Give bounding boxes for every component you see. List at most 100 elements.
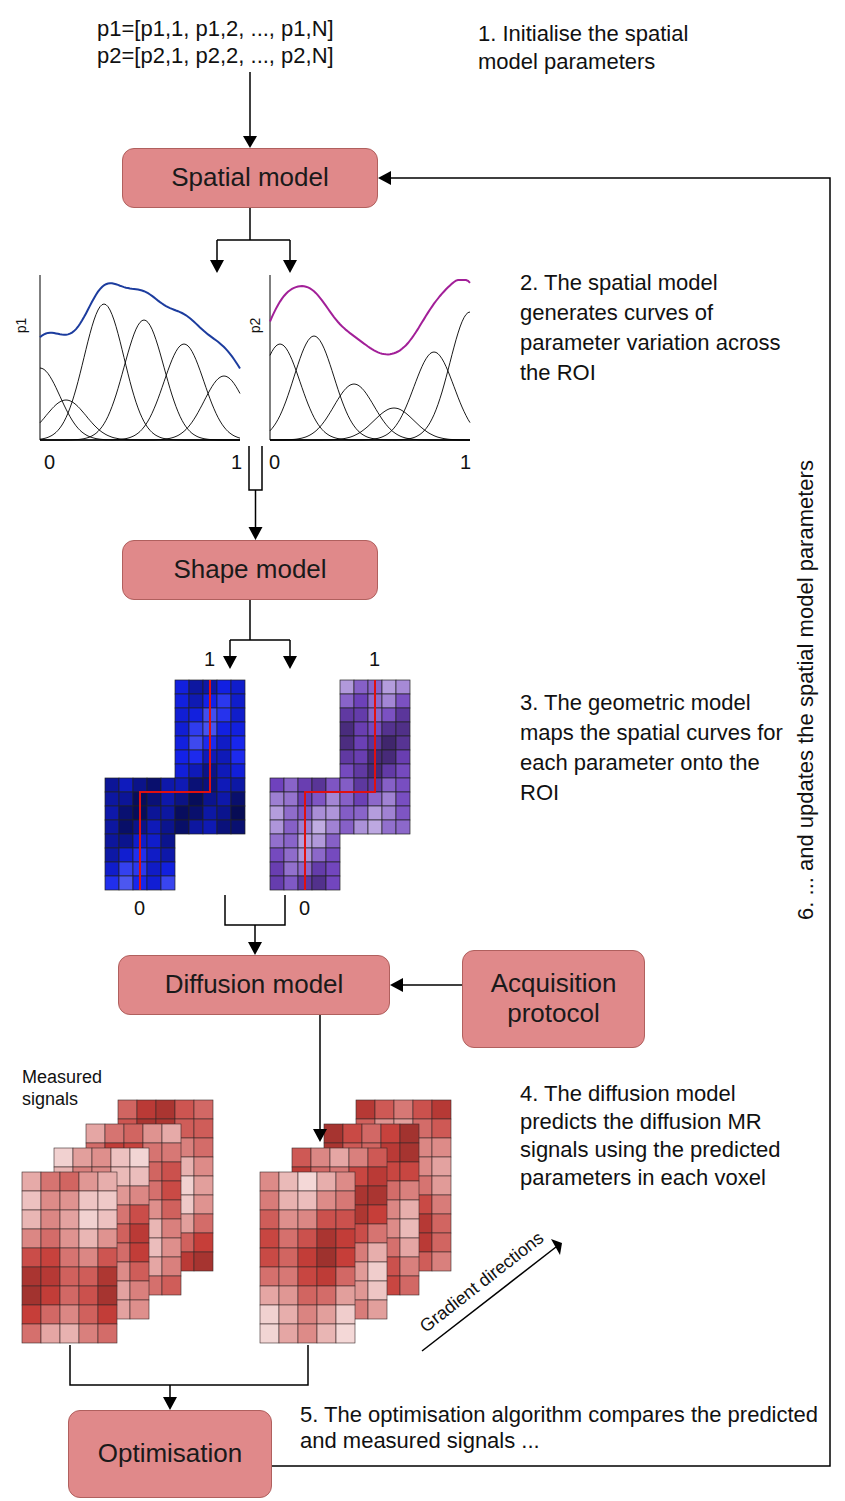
- signal-voxel: [432, 1138, 451, 1157]
- init-arrow: [249, 72, 251, 136]
- voxel: [382, 806, 396, 820]
- signal-voxel: [298, 1210, 317, 1229]
- voxel: [382, 792, 396, 806]
- signal-voxel: [79, 1191, 98, 1210]
- voxel: [354, 680, 368, 694]
- signal-voxel: [400, 1162, 419, 1181]
- voxel: [133, 778, 147, 792]
- voxel: [119, 848, 133, 862]
- annotation: 1: [369, 647, 380, 671]
- signal-voxel: [22, 1305, 41, 1324]
- voxel: [105, 792, 119, 806]
- box-label: Acquisition protocol: [473, 969, 634, 1029]
- voxel: [396, 736, 410, 750]
- signal-voxel: [400, 1181, 419, 1200]
- voxel: [396, 820, 410, 834]
- plot-axis: [40, 275, 240, 440]
- signal-voxel: [98, 1305, 117, 1324]
- voxel: [147, 848, 161, 862]
- signal-voxel: [413, 1100, 432, 1119]
- voxel: [161, 820, 175, 834]
- signal-voxel: [60, 1191, 79, 1210]
- voxel: [231, 792, 245, 806]
- voxel: [147, 820, 161, 834]
- flow-connector: [390, 978, 462, 992]
- voxel: [326, 792, 340, 806]
- voxel: [354, 708, 368, 722]
- signal-voxel: [162, 1276, 181, 1295]
- annotation: p2=[p2,1, p2,2, ..., p2,N]: [97, 43, 334, 69]
- voxel: [175, 750, 189, 764]
- signal-voxel: [368, 1281, 387, 1300]
- voxel: [175, 820, 189, 834]
- voxel: [189, 736, 203, 750]
- process-box: Shape model: [122, 540, 378, 600]
- signal-voxel: [60, 1305, 79, 1324]
- voxel: [312, 806, 326, 820]
- voxel: [217, 694, 231, 708]
- signal-voxel: [194, 1252, 213, 1271]
- voxel: [161, 778, 175, 792]
- signal-voxel: [368, 1167, 387, 1186]
- voxel: [119, 820, 133, 834]
- basis-curve: [270, 312, 470, 440]
- signal-voxel: [41, 1248, 60, 1267]
- voxel: [326, 778, 340, 792]
- voxel: [340, 778, 354, 792]
- signal-voxel: [41, 1305, 60, 1324]
- voxel: [326, 848, 340, 862]
- signal-voxel: [260, 1286, 279, 1305]
- process-box: Acquisition protocol: [462, 950, 645, 1048]
- signal-voxel: [279, 1172, 298, 1191]
- roi-grids: [105, 680, 410, 890]
- voxel: [340, 820, 354, 834]
- voxel: [217, 722, 231, 736]
- signal-voxel: [260, 1229, 279, 1248]
- voxel: [147, 876, 161, 890]
- signal-voxel: [292, 1148, 311, 1167]
- signal-voxel: [336, 1267, 355, 1286]
- voxel: [161, 876, 175, 890]
- voxel: [270, 876, 284, 890]
- signal-voxel: [400, 1238, 419, 1257]
- voxel: [340, 708, 354, 722]
- annotation: 1: [204, 647, 215, 671]
- signal-voxel: [105, 1124, 124, 1143]
- signal-voxel: [194, 1119, 213, 1138]
- signal-voxel: [130, 1186, 149, 1205]
- voxel: [189, 694, 203, 708]
- basis-curve: [270, 384, 470, 440]
- signal-voxel: [368, 1224, 387, 1243]
- voxel: [231, 722, 245, 736]
- voxel: [231, 736, 245, 750]
- signal-voxel: [111, 1148, 130, 1167]
- signal-voxel: [98, 1229, 117, 1248]
- signal-voxel: [432, 1100, 451, 1119]
- voxel: [175, 722, 189, 736]
- voxel: [161, 806, 175, 820]
- voxel: [147, 792, 161, 806]
- signal-voxel: [130, 1167, 149, 1186]
- signal-voxel: [79, 1248, 98, 1267]
- signal-voxel: [79, 1210, 98, 1229]
- voxel: [175, 708, 189, 722]
- signal-voxel: [298, 1248, 317, 1267]
- signal-voxel: [130, 1300, 149, 1319]
- voxel: [217, 792, 231, 806]
- voxel: [147, 806, 161, 820]
- box-label: Shape model: [173, 555, 326, 585]
- signal-voxel: [41, 1191, 60, 1210]
- signal-voxel: [279, 1229, 298, 1248]
- process-box: Optimisation: [68, 1410, 272, 1498]
- voxel: [105, 820, 119, 834]
- voxel: [354, 792, 368, 806]
- voxel: [326, 820, 340, 834]
- signal-voxel: [194, 1176, 213, 1195]
- voxel: [326, 834, 340, 848]
- signal-voxel: [400, 1200, 419, 1219]
- signal-voxel: [22, 1172, 41, 1191]
- voxel: [312, 834, 326, 848]
- signal-voxel: [324, 1124, 343, 1143]
- voxel: [354, 806, 368, 820]
